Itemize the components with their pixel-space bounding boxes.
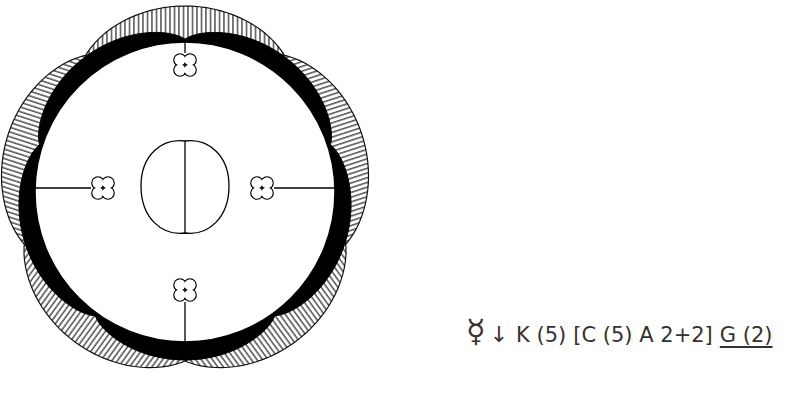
anther-fill <box>252 188 263 199</box>
anther-fill <box>185 55 196 66</box>
corolla-tube <box>35 42 335 342</box>
anther-fill <box>175 65 186 76</box>
anther-lobe <box>251 177 263 189</box>
anther-lobe <box>174 289 186 301</box>
corolla-androecium-formula: [C (5) A 2+2] <box>573 323 713 347</box>
anther-lobe <box>174 64 186 76</box>
anther-lobe <box>174 54 186 66</box>
anther-fill <box>103 188 114 199</box>
anther-lobe <box>102 187 114 199</box>
gynoecium-formula: G (2) <box>720 323 773 347</box>
stamen <box>174 279 196 342</box>
anther-lobe <box>92 177 104 189</box>
stamen <box>251 177 335 199</box>
anther-lobe <box>184 279 196 291</box>
stamen <box>174 42 196 76</box>
anther-fill <box>175 280 186 291</box>
anther-fill <box>175 290 186 301</box>
anther-lobe <box>251 187 263 199</box>
anther-lobe <box>184 64 196 76</box>
sex-symbol: ☿ <box>466 312 486 350</box>
anther-lobe <box>184 54 196 66</box>
ovary <box>141 141 229 234</box>
calyx-formula: K (5) <box>516 323 566 347</box>
filament <box>35 187 91 188</box>
anther-fill <box>262 188 273 199</box>
anther-fill <box>262 178 273 189</box>
anther-lobe <box>261 177 273 189</box>
anther-fill <box>252 178 263 189</box>
floral-formula: ☿↓ K (5) [C (5) A 2+2] G (2) <box>466 312 773 350</box>
anther-fill <box>185 290 196 301</box>
stamens <box>35 42 335 342</box>
symmetry-arrow: ↓ <box>490 322 508 347</box>
anther-lobe <box>92 187 104 199</box>
stamen <box>35 177 114 199</box>
filament <box>184 302 185 342</box>
anther-lobe <box>102 177 114 189</box>
anther-lobe <box>174 279 186 291</box>
anther-lobe <box>184 289 196 301</box>
anther-fill <box>185 280 196 291</box>
gynoecium <box>141 141 229 234</box>
filament <box>184 42 185 53</box>
anther-fill <box>93 188 104 199</box>
anther-fill <box>185 65 196 76</box>
filament <box>274 187 335 188</box>
sepals <box>1 6 368 368</box>
petals <box>19 32 351 360</box>
anther-lobe <box>261 187 273 199</box>
septum <box>184 141 185 233</box>
anther-fill <box>93 178 104 189</box>
anther-fill <box>175 55 186 66</box>
anther-fill <box>103 178 114 189</box>
